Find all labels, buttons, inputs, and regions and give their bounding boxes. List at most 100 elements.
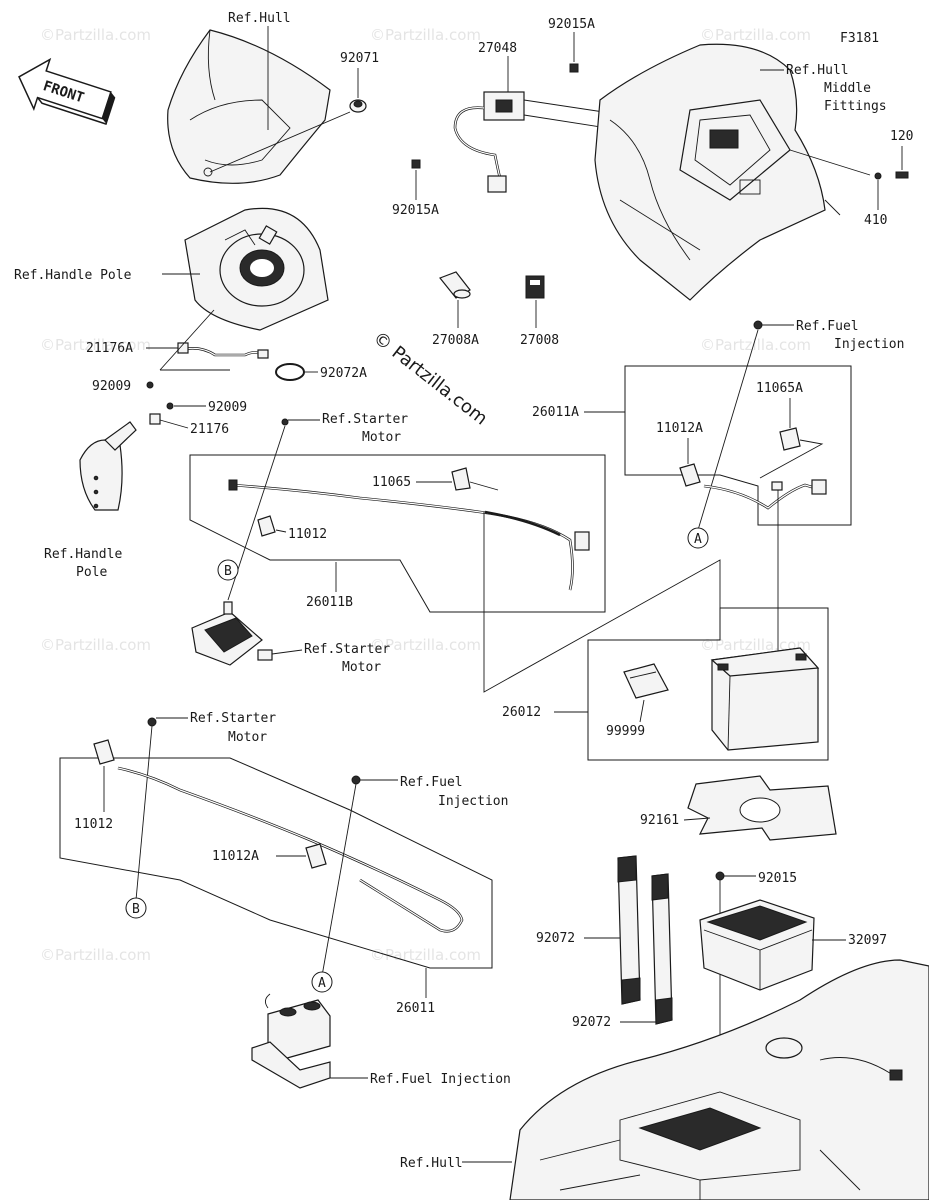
nut-fuel-inj-top <box>753 320 763 330</box>
nut-starter-top <box>281 418 289 426</box>
watermark: ©Partzilla.com <box>700 336 811 354</box>
clip-92072A <box>275 363 305 381</box>
group-26011A-box <box>624 365 852 526</box>
label-26011A: 26011A <box>532 405 579 420</box>
grommet-92071 <box>349 99 367 113</box>
watermark: ©Partzilla.com <box>40 336 151 354</box>
label-11012A-top: 11012A <box>656 421 703 436</box>
front-arrow: FRONT <box>18 57 116 125</box>
label-ref-starter-low-2: Motor <box>228 730 267 745</box>
nut-fuel-inj-mid <box>351 775 361 785</box>
connector-27008A <box>439 271 471 299</box>
nut-starter-low <box>147 717 157 727</box>
washer-410 <box>874 172 882 180</box>
terminal-11012-low <box>93 739 115 765</box>
watermark: ©Partzilla.com <box>700 26 811 44</box>
screw-92009-a <box>146 381 154 389</box>
label-32097: 32097 <box>848 933 887 948</box>
label-27008A: 27008A <box>432 333 479 348</box>
label-92009-a: 92009 <box>92 379 131 394</box>
label-ref-hull-middle-3: Fittings <box>824 99 887 114</box>
cable-26011B <box>228 479 590 591</box>
handle-pole-plate <box>184 207 329 331</box>
label-11065A: 11065A <box>756 381 803 396</box>
label-92072-b: 92072 <box>572 1015 611 1030</box>
label-92015: 92015 <box>758 871 797 886</box>
bolt-120 <box>895 171 909 179</box>
label-21176A: 21176A <box>86 341 133 356</box>
battery-case-32097 <box>699 899 815 991</box>
watermark: ©Partzilla.com <box>40 26 151 44</box>
label-ref-starter-mid-2: Motor <box>342 660 381 675</box>
label-11012-mid: 11012 <box>288 527 327 542</box>
label-92009-b: 92009 <box>208 400 247 415</box>
label-ref-hull-middle-1: Ref.Hull <box>786 63 849 78</box>
label-ref-handle-pole-l2: Pole <box>76 565 107 580</box>
callout-a-lower-label: A <box>318 976 326 991</box>
label-11012-low: 11012 <box>74 817 113 832</box>
battery <box>710 647 820 751</box>
label-120: 120 <box>890 129 913 144</box>
kit-99999 <box>623 663 669 699</box>
bracket-21176 <box>149 413 161 425</box>
hull-middle-fittings <box>594 43 841 301</box>
group-26012-box <box>587 607 829 761</box>
cable-26011A <box>703 479 827 510</box>
label-26011: 26011 <box>396 1001 435 1016</box>
group-26011B-box <box>189 454 606 613</box>
label-27048: 27048 <box>478 41 517 56</box>
watermark: ©Partzilla.com <box>370 636 481 654</box>
label-ref-fuel-inj-low: Ref.Fuel Injection <box>370 1072 511 1087</box>
label-410: 410 <box>864 213 887 228</box>
callout-b-upper <box>217 559 239 581</box>
label-27008: 27008 <box>520 333 559 348</box>
callout-a-upper-label: A <box>694 532 702 547</box>
callout-b-lower <box>125 897 147 919</box>
label-ref-starter-low-1: Ref.Starter <box>190 711 276 726</box>
harness-21176A <box>177 342 269 359</box>
group-26011-box <box>59 757 493 969</box>
label-ref-hull-middle-2: Middle <box>824 81 871 96</box>
terminal-11012A-top <box>679 463 701 487</box>
starter-motor <box>191 601 273 666</box>
label-92071: 92071 <box>340 51 379 66</box>
callout-a-upper <box>687 527 709 549</box>
label-ref-hull-bottom: Ref.Hull <box>400 1156 463 1171</box>
label-92072A: 92072A <box>320 366 367 381</box>
terminal-11012A-low <box>305 843 327 869</box>
label-92072-a: 92072 <box>536 931 575 946</box>
cap-11065 <box>451 467 471 491</box>
nut-92015A-top <box>569 63 579 73</box>
label-26011B: 26011B <box>306 595 353 610</box>
nut-92015A-bottom <box>411 159 421 169</box>
pad-92161 <box>687 775 837 841</box>
nut-92015 <box>715 871 725 881</box>
label-99999: 99999 <box>606 724 645 739</box>
hull-bottom <box>509 959 929 1200</box>
label-92015A-top: 92015A <box>548 17 595 32</box>
label-ref-handle-pole-top: Ref.Handle Pole <box>14 268 132 283</box>
label-ref-starter-2: Motor <box>362 430 401 445</box>
screw-92009-b <box>166 402 174 410</box>
label-ref-starter-mid-1: Ref.Starter <box>304 642 390 657</box>
figure-id: F3181 <box>840 31 879 46</box>
callout-b-upper-label: B <box>224 564 232 579</box>
watermark: ©Partzilla.com <box>40 946 151 964</box>
label-ref-fuel-inj-mid-1: Ref.Fuel <box>400 775 463 790</box>
watermark: ©Partzilla.com <box>370 26 481 44</box>
label-ref-starter-1: Ref.Starter <box>322 412 408 427</box>
strap-92072-b <box>651 873 673 1025</box>
hull-top-left <box>167 29 331 184</box>
label-92015A-bottom: 92015A <box>392 203 439 218</box>
handle-pole-lower <box>79 421 137 511</box>
label-ref-fuel-inj-mid-2: Injection <box>438 794 508 809</box>
watermark: ©Partzilla.com <box>40 636 151 654</box>
relay-27048 <box>453 91 525 193</box>
label-11065: 11065 <box>372 475 411 490</box>
strap-92072-a <box>617 855 641 1005</box>
cable-26011 <box>117 766 464 933</box>
cap-11065A <box>779 427 801 451</box>
watermark: ©Partzilla.com <box>370 946 481 964</box>
connector-27008 <box>525 275 545 299</box>
label-21176: 21176 <box>190 422 229 437</box>
